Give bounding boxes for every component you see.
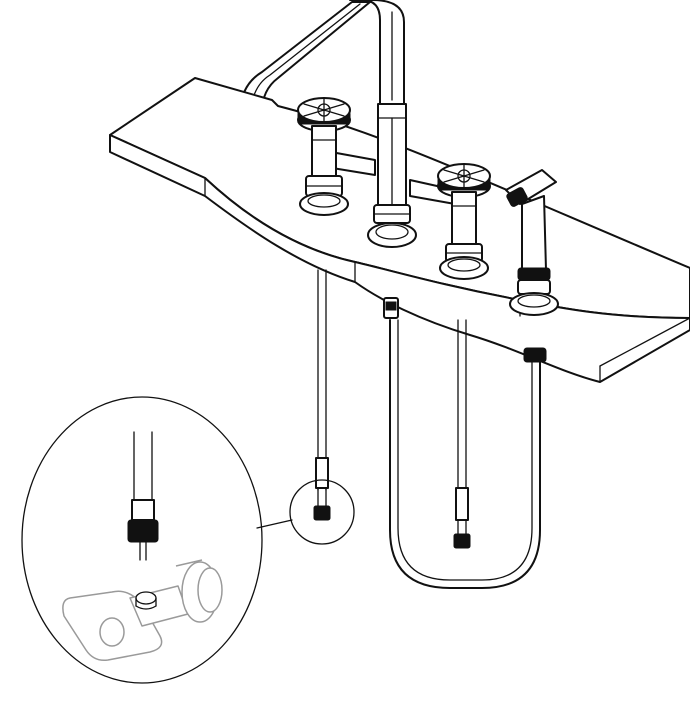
detail-callout bbox=[21, 396, 355, 684]
spout-body bbox=[367, 103, 417, 248]
callout-large-circle bbox=[21, 396, 263, 684]
callout-leader-line bbox=[256, 519, 293, 529]
angle-stop-valve bbox=[62, 559, 223, 662]
left-handle-valve bbox=[297, 97, 351, 216]
right-handle-valve bbox=[437, 163, 491, 280]
sprayer-hose-loop bbox=[389, 319, 547, 589]
callout-small-circle bbox=[289, 479, 355, 545]
side-sprayer bbox=[505, 169, 559, 316]
